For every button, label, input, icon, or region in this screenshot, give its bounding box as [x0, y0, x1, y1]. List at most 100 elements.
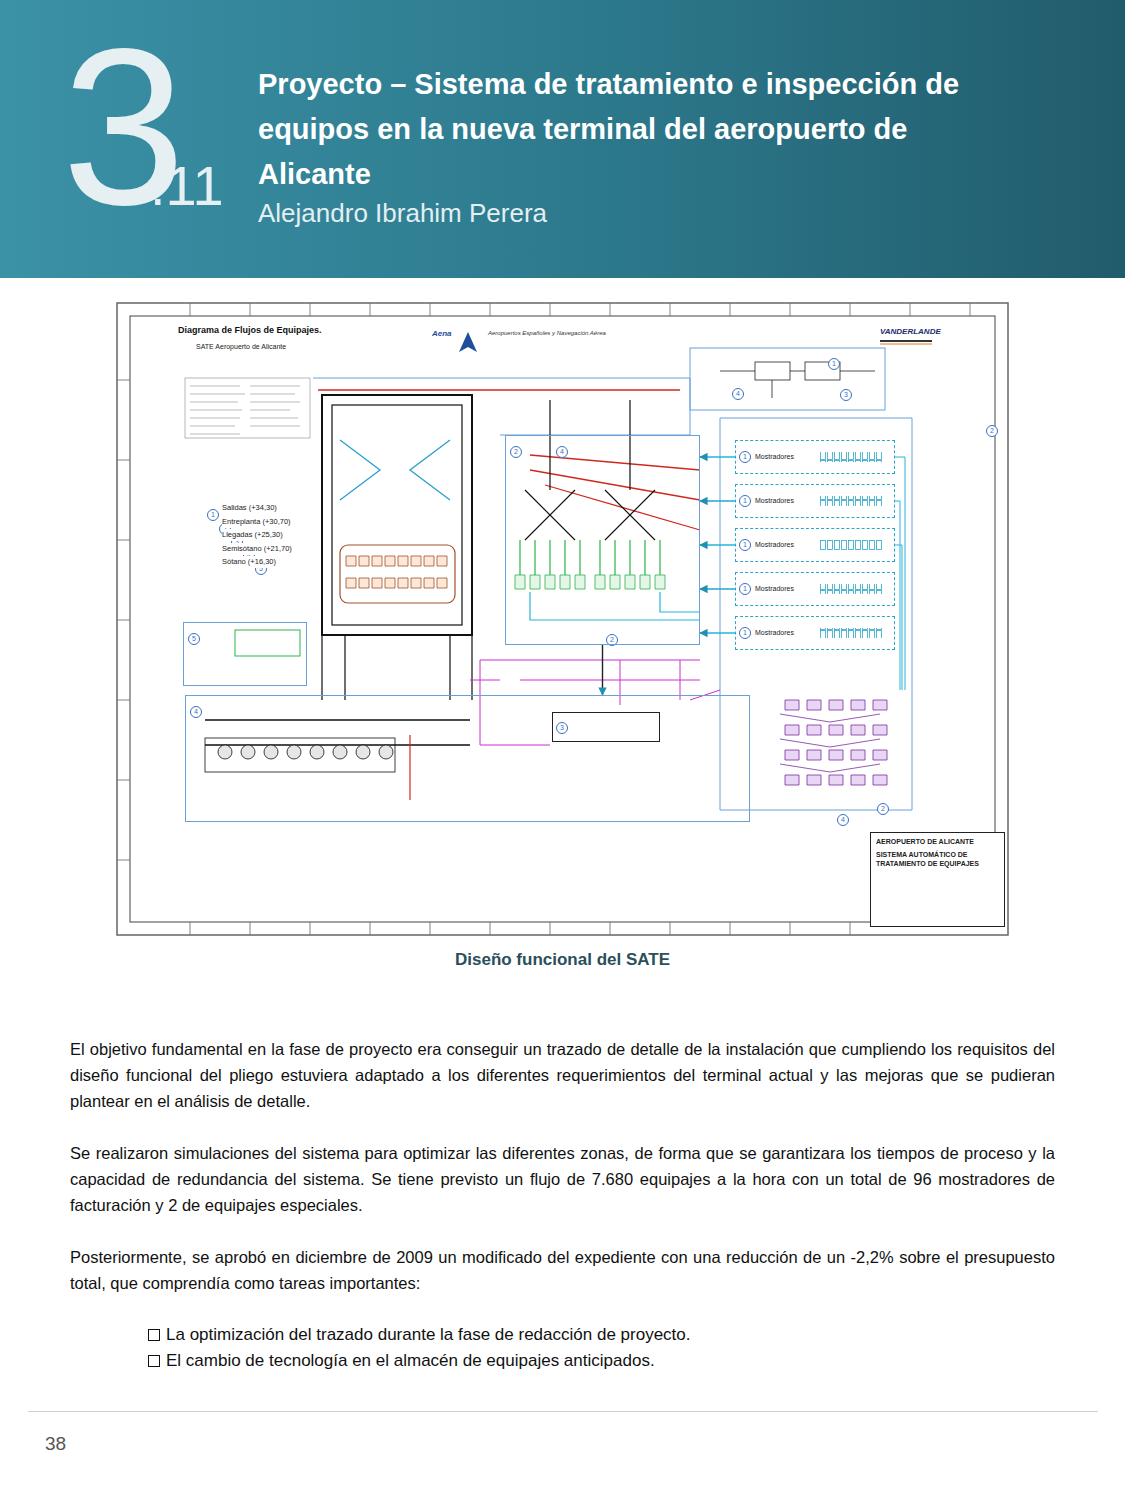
- callout-number: 1: [207, 509, 219, 521]
- drawing-title: Diagrama de Flujos de Equipajes.: [178, 325, 322, 336]
- arrivals-box: 3: [552, 712, 660, 742]
- callout-number: 3: [840, 389, 852, 401]
- checkin-counters: [820, 628, 883, 638]
- cyan-conveyor: [530, 592, 700, 620]
- page-number: 38: [45, 1434, 66, 1453]
- author-name: Alejandro Ibrahim Perera: [258, 198, 547, 229]
- callout-number: 4: [837, 814, 849, 826]
- bullet-list: La optimización del trazado durante la f…: [70, 1322, 1055, 1374]
- checkin-counters: [820, 452, 883, 462]
- zone-outline: [313, 378, 690, 435]
- callout-number: 1: [739, 583, 751, 595]
- callout-number: 4: [190, 706, 202, 718]
- logo-underline: [880, 344, 932, 345]
- client-name: Aena: [432, 329, 452, 339]
- island-name: Mostradores: [755, 497, 794, 505]
- bullet-text: La optimización del trazado durante la f…: [166, 1325, 691, 1344]
- zone-box: 43: [185, 695, 750, 822]
- red-conveyor: [318, 389, 680, 391]
- level-legend-text: Entreplanta (+30,70): [222, 516, 291, 528]
- sheet-ticks: [117, 303, 970, 935]
- checkbox-bullet: [148, 1329, 160, 1341]
- storage-cell: [346, 556, 447, 588]
- flow-connector: [700, 456, 735, 457]
- callout-number: 4: [732, 388, 744, 400]
- cyan-conveyor: [895, 457, 905, 690]
- purple-conveyor: [780, 714, 880, 772]
- checkbox-bullet: [148, 1355, 160, 1367]
- body-paragraph: Se realizaron simulaciones del sistema p…: [70, 1140, 1055, 1218]
- zone-box: 5: [183, 622, 307, 686]
- checkin-island: 1 Mostradores: [735, 440, 895, 474]
- contractor-logo: VANDERLANDE: [880, 327, 941, 337]
- green-conveyor: [520, 540, 660, 575]
- callout-number: 2: [877, 803, 889, 815]
- flow-connector: [700, 588, 735, 589]
- callout-number: 1: [739, 451, 751, 463]
- sorting-zone: 2: [505, 435, 700, 645]
- callout-number: 2: [986, 425, 998, 437]
- aena-logo: [459, 332, 477, 352]
- callout-number: 5: [188, 633, 200, 645]
- carousel-area: [205, 738, 395, 772]
- body-text: El objetivo fundamental en la fase de pr…: [70, 1036, 1055, 1374]
- level-legend-text: Semisótano (+21,70): [222, 543, 292, 555]
- page-heading: Proyecto – Sistema de tratamiento e insp…: [258, 62, 978, 197]
- symbol-table: [185, 378, 310, 438]
- drawing-frame: [130, 316, 995, 922]
- black-conveyor: [322, 635, 472, 700]
- callout-number: 1: [739, 627, 751, 639]
- sorter-cross: [525, 490, 655, 540]
- level-legend-text: Llegadas (+25,30): [222, 529, 283, 541]
- control-unit: [755, 362, 790, 380]
- flow-connector: [700, 544, 735, 545]
- checkin-counters: [820, 496, 883, 506]
- checkin-island: 1 Mostradores: [735, 616, 895, 650]
- section-number: .11: [150, 158, 224, 214]
- zone-outline: [690, 348, 885, 410]
- footer-rule: [28, 1411, 1098, 1412]
- title-block-text: AEROPUERTO DE ALICANTE: [876, 838, 999, 847]
- figure-caption: Diseño funcional del SATE: [0, 950, 1125, 970]
- red-conveyor: [409, 735, 410, 800]
- flow-connector: [602, 645, 603, 695]
- flow-connector: [700, 632, 735, 633]
- bullet-item: El cambio de tecnología en el almacén de…: [148, 1348, 1055, 1374]
- callout-number: 4: [556, 446, 568, 458]
- callout-number: 3: [556, 722, 568, 734]
- callout-number: 2: [510, 446, 522, 458]
- cyan-conveyor: [340, 440, 450, 500]
- black-conveyor: [550, 400, 630, 490]
- checkin-counters: [820, 584, 883, 594]
- level-legend-text: Sótano (+16,30): [222, 556, 276, 568]
- oversize-area: [235, 630, 300, 656]
- checkin-counters: [820, 540, 883, 550]
- title-block-text: SISTEMA AUTOMÁTICO DE TRATAMIENTO DE EQU…: [876, 851, 999, 869]
- island-name: Mostradores: [755, 629, 794, 637]
- red-conveyor: [530, 455, 700, 530]
- screening-unit: [515, 575, 665, 589]
- body-paragraph: Posteriormente, se aprobó en diciembre d…: [70, 1244, 1055, 1296]
- checkin-island: 1 Mostradores: [735, 484, 895, 518]
- symbol-table-rows: [190, 386, 300, 434]
- makeup-carousel: [218, 745, 393, 759]
- island-name: Mostradores: [755, 453, 794, 461]
- title-block: AEROPUERTO DE ALICANTE SISTEMA AUTOMÁTICO…: [870, 832, 1005, 927]
- island-name: Mostradores: [755, 585, 794, 593]
- client-name: Aeropuertos Españoles y Navegación Aérea: [488, 330, 606, 337]
- flow-connector: [700, 500, 735, 501]
- callout-number: 1: [739, 539, 751, 551]
- checkin-island: 1 Mostradores: [735, 572, 895, 606]
- black-conveyor: [205, 720, 470, 745]
- callout-number: 1: [828, 358, 840, 370]
- level-legend-text: Salidas (+34,30): [222, 502, 277, 514]
- body-paragraph: El objetivo fundamental en la fase de pr…: [70, 1036, 1055, 1114]
- bullet-item: La optimización del trazado durante la f…: [148, 1322, 1055, 1348]
- conveyor-loop: [332, 405, 462, 625]
- callout-number: 1: [739, 495, 751, 507]
- bullet-text: El cambio de tecnología en el almacén de…: [166, 1351, 655, 1370]
- island-name: Mostradores: [755, 541, 794, 549]
- zone-outline: [720, 418, 912, 810]
- conveyor-loop: [322, 395, 472, 635]
